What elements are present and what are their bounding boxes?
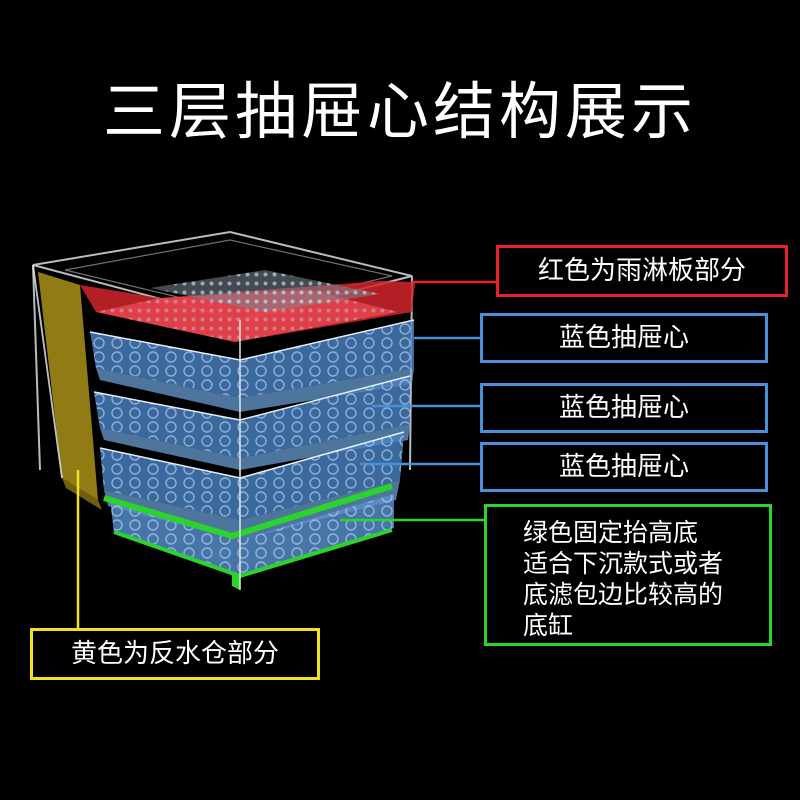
green-label: 绿色固定抬高底 适合下沉款式或者 底滤包边比较高的 底缸	[484, 504, 772, 646]
blue-label-1: 蓝色抽屉心	[480, 313, 768, 363]
blue-label-2: 蓝色抽屉心	[480, 383, 768, 433]
top-tray-dots	[150, 270, 380, 312]
blue-label-3: 蓝色抽屉心	[480, 442, 768, 492]
box-front-frame	[32, 264, 241, 590]
blue-drawer-1	[89, 319, 415, 412]
page-title: 三层抽屉心结构展示	[102, 75, 697, 148]
green-base-edge	[103, 483, 393, 540]
yellow-panel-edge	[62, 478, 102, 510]
yellow-label: 黄色为反水仓部分	[30, 628, 320, 680]
yellow-panel	[38, 272, 98, 500]
red-label: 红色为雨淋板部分	[496, 245, 788, 297]
